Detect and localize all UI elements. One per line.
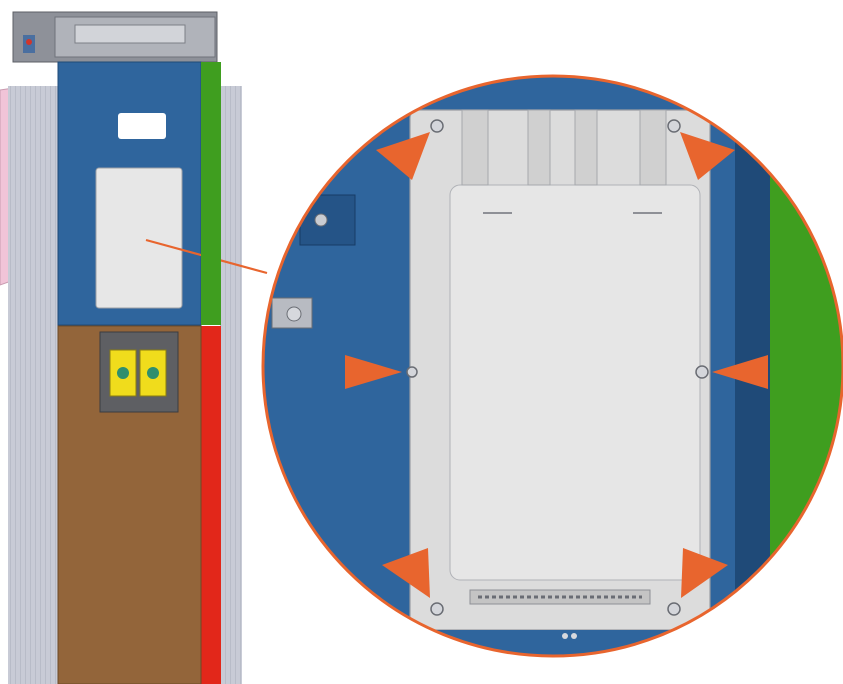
right-side-panel — [220, 86, 242, 684]
zoom-bolt-left-bottom — [286, 306, 302, 322]
cabinet-overview — [0, 11, 268, 684]
plate-grille — [469, 589, 651, 605]
arrow-up-right-icon — [382, 548, 430, 598]
red-strip — [201, 326, 221, 684]
top-module-indicator — [26, 39, 32, 45]
plate-rib — [639, 109, 667, 186]
blue-panel-label — [118, 113, 166, 139]
plate-rib — [461, 109, 489, 186]
arrow-down-right-icon — [376, 132, 430, 180]
screw-mid-right — [695, 365, 709, 379]
zoom-green-strip — [770, 76, 843, 656]
screw-bottom-right — [667, 602, 681, 616]
bottom-bolt — [571, 633, 577, 639]
zoom-bolt-left-top — [314, 213, 328, 227]
bottom-bolt — [562, 633, 568, 639]
connector-pin — [147, 367, 159, 379]
plate-rib — [527, 109, 551, 186]
screw-top-left — [430, 119, 444, 133]
arrow-up-left-icon — [681, 548, 728, 598]
zoom-detail — [261, 74, 843, 658]
arrow-right-icon — [345, 355, 402, 389]
green-strip — [201, 62, 221, 325]
zoom-lens-ring — [261, 74, 843, 658]
arrow-down-left-icon — [680, 132, 735, 180]
screw-mid-left — [406, 366, 418, 378]
plate-rib — [574, 109, 598, 186]
connector-left — [109, 349, 137, 397]
left-side-panel — [8, 86, 58, 684]
screw-top-right — [667, 119, 681, 133]
connector-pin — [117, 367, 129, 379]
top-module-slot — [74, 24, 186, 44]
zoom-cover-plate — [449, 184, 701, 581]
screw-bottom-left — [430, 602, 444, 616]
cover-plate-small — [95, 167, 183, 309]
arrow-left-icon — [712, 355, 768, 389]
